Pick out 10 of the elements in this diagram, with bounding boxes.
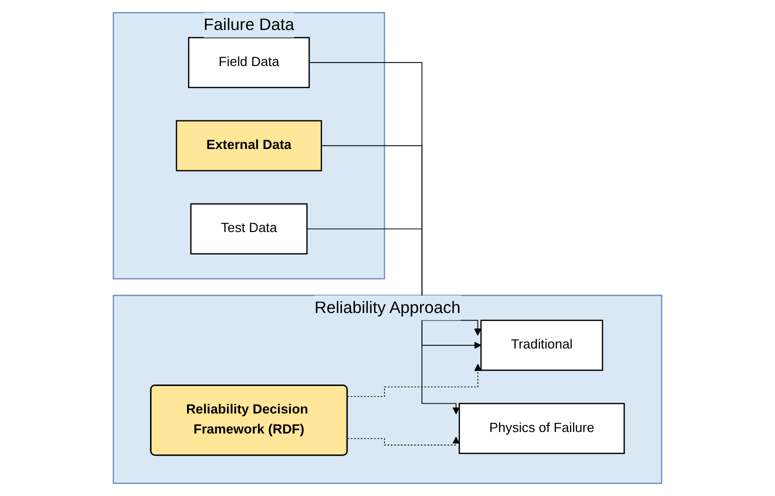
arrow [320,145,482,349]
arrow [308,62,482,336]
arrow [306,228,460,414]
node-box: Traditional [480,320,604,371]
arrow [347,364,482,397]
arrow [347,436,460,446]
node-box: Physics of Failure [458,402,625,454]
node-box: External Data [176,120,322,172]
node-box: Field Data [188,36,310,88]
node-box: Test Data [190,203,308,254]
